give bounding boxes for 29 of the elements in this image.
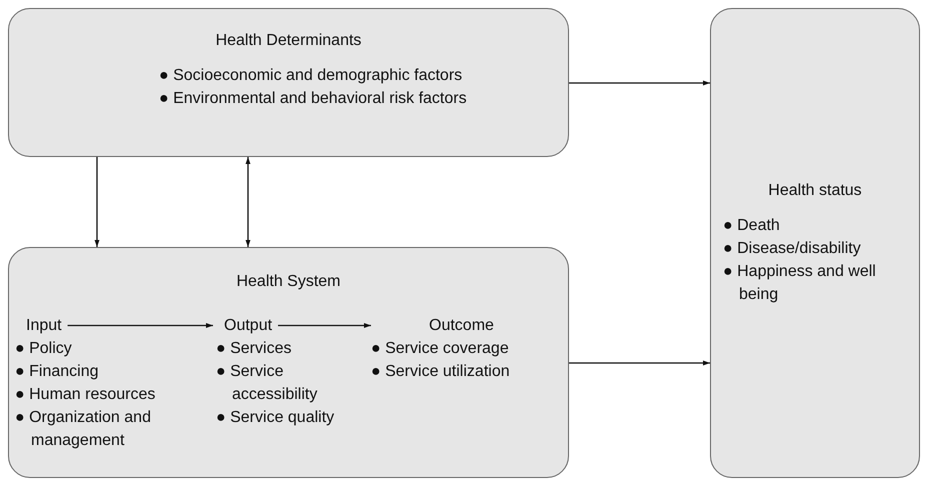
heading: Health status xyxy=(767,181,863,201)
bullet-item: ● Services xyxy=(216,339,292,359)
rounded-box xyxy=(8,247,569,478)
arrow xyxy=(246,157,250,247)
heading: Health Determinants xyxy=(214,31,362,51)
bullet-item: ● Service accessibility xyxy=(216,362,318,405)
rounded-box xyxy=(8,8,569,157)
bullet-item: ● Happiness and well being xyxy=(723,262,877,305)
bullet-item: ● Policy xyxy=(15,339,73,359)
bullet-item: ● Disease/disability xyxy=(723,239,862,259)
bullet-item: ● Service coverage xyxy=(371,339,510,359)
heading: Outcome xyxy=(428,316,494,336)
bullet-item: ● Death xyxy=(723,216,781,236)
bullet-item: ● Service quality xyxy=(216,408,336,428)
heading: Output xyxy=(223,316,272,336)
arrow xyxy=(278,323,371,328)
bullet-item: ● Financing xyxy=(15,362,100,382)
bullet-item: ● Human resources xyxy=(15,385,156,405)
arrow xyxy=(94,157,100,247)
arrow xyxy=(68,323,213,328)
bullet-item: ● Service utilization xyxy=(371,362,511,382)
bullet-item: ● Organization and management xyxy=(15,408,152,451)
rounded-box xyxy=(710,8,920,478)
heading: Input xyxy=(25,316,62,336)
heading: Health System xyxy=(235,272,342,292)
bullet-item: ● Environmental and behavioral risk factors xyxy=(159,89,468,109)
bullet-item: ● Socioeconomic and demographic factors xyxy=(159,66,464,86)
arrow xyxy=(569,360,710,366)
arrow xyxy=(569,80,710,86)
